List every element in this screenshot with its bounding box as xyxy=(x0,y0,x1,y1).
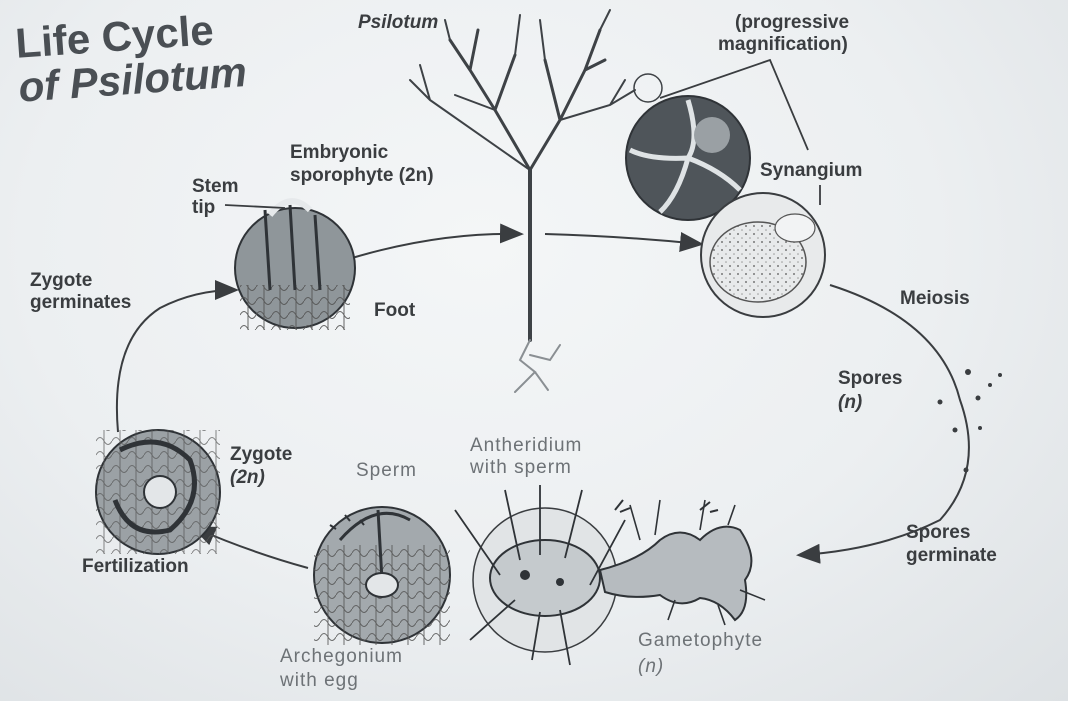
label-spores: Spores xyxy=(838,368,902,389)
label-embryonic: Embryonic xyxy=(290,142,388,163)
label-gametophyte-n: (n) xyxy=(638,656,664,677)
label-sporophyte: sporophyte (2n) xyxy=(290,165,434,186)
label-sperm: Sperm xyxy=(356,460,417,481)
zygote-circle-icon xyxy=(96,430,220,554)
arrow-zygote-germinates xyxy=(117,290,235,432)
label-tip: tip xyxy=(192,197,215,218)
embryonic-sporophyte-circle-icon xyxy=(225,201,355,330)
archegonium-circle-icon xyxy=(314,507,450,645)
label-archegonium-2: with egg xyxy=(280,670,359,691)
arrow-meiosis-arc xyxy=(800,285,969,555)
meiosis-circle-icon xyxy=(701,193,825,317)
label-stem: Stem xyxy=(192,176,238,197)
gametophyte-icon xyxy=(600,500,765,625)
label-psilotum: Psilotum xyxy=(358,12,438,33)
arrow-embryo-to-sporophyte xyxy=(352,234,520,258)
label-meiosis: Meiosis xyxy=(900,288,970,309)
label-zygote-germinates-2: germinates xyxy=(30,292,131,313)
spores-dots xyxy=(938,369,1003,473)
label-spores-germinate-1: Spores xyxy=(906,522,970,543)
label-synangium: Synangium xyxy=(760,160,862,181)
psilotum-plant-icon xyxy=(410,10,662,392)
label-progressive: (progressive xyxy=(735,12,849,33)
label-zygote-germinates-1: Zygote xyxy=(30,270,92,291)
label-zygote: Zygote xyxy=(230,444,292,465)
label-magnification: magnification) xyxy=(718,34,848,55)
label-antheridium-2: with sperm xyxy=(470,457,572,478)
label-archegonium-1: Archegonium xyxy=(280,646,403,667)
arrow-sporophyte-to-synangium xyxy=(545,234,700,244)
label-antheridium-1: Antheridium xyxy=(470,435,582,456)
antheridium-circle-icon xyxy=(455,485,625,665)
diagram-title: Life Cycle of Psilotum xyxy=(14,6,248,110)
label-gametophyte: Gametophyte xyxy=(638,630,763,651)
label-spores-n: (n) xyxy=(838,392,862,413)
label-zygote-2n: (2n) xyxy=(230,467,265,488)
label-spores-germinate-2: germinate xyxy=(906,545,997,566)
label-foot: Foot xyxy=(374,300,415,321)
label-fertilization: Fertilization xyxy=(82,556,189,577)
